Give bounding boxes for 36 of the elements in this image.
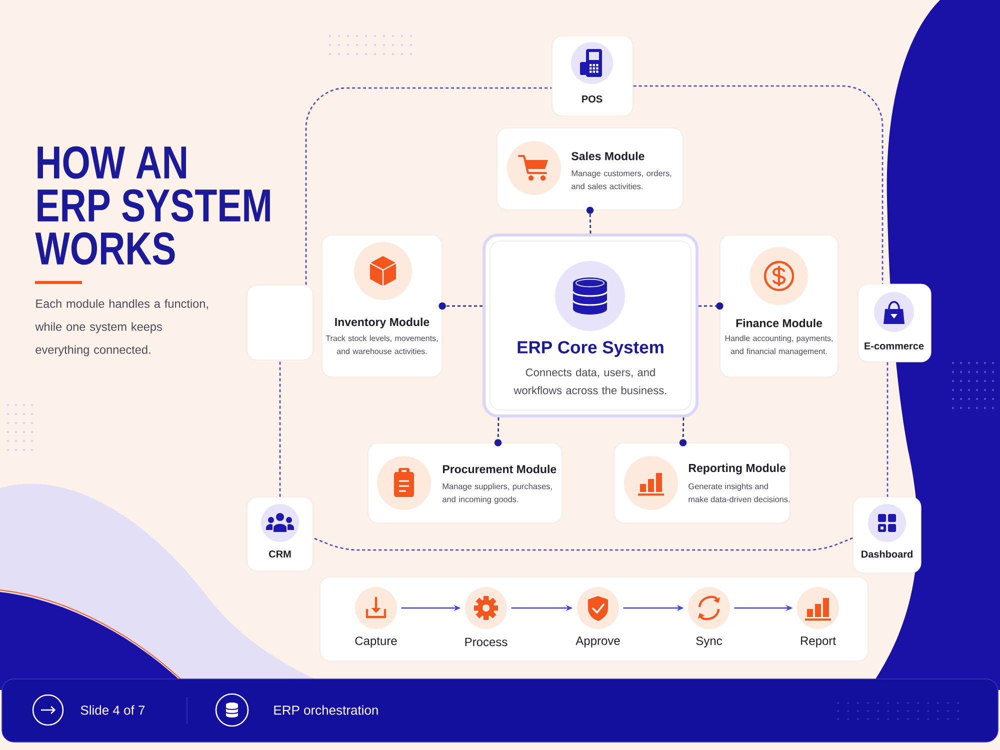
dotted-connector (494, 418, 502, 446)
card-label: Dashboard (862, 550, 912, 558)
dotted-connector (586, 206, 594, 234)
step-label: Sync (696, 636, 722, 648)
module-title: Procurement Module (442, 464, 556, 474)
card (246, 284, 314, 360)
step-label: Process (465, 638, 508, 646)
dotted-connector (279, 360, 281, 497)
module-title: Sales Module (572, 152, 644, 160)
dotted-connector (305, 87, 552, 285)
dotted-connector (438, 302, 482, 310)
footer-text: Slide 4 of 7 (80, 705, 145, 715)
module-description: Generate insights and make data-driven decisions. (688, 483, 790, 502)
subtitle: Each module handles a function, while one system keeps everything connected. (35, 299, 208, 356)
module-title: Reporting Module (688, 464, 786, 474)
module-title: Inventory Module (335, 318, 430, 328)
module-description: Handle accounting, payments, and financial management. (725, 335, 833, 356)
dotted-connector (886, 362, 888, 497)
dotted-connector (679, 418, 687, 446)
step-label: Capture (355, 636, 397, 648)
module-title: Finance Module (736, 318, 822, 328)
module-description: Manage customers, orders, and sales activities. (572, 170, 672, 190)
module-description: Manage suppliers, purchases, and incoming goods. (442, 483, 552, 504)
module-description: Track stock levels, movements, and warehouse activities. (326, 335, 438, 354)
dotted-connector (698, 302, 724, 310)
step-label: Approve (576, 636, 620, 648)
card-label: POS (582, 95, 602, 103)
core-title: ERP Core System (518, 341, 664, 357)
footer-text: ERP orchestration (274, 705, 378, 715)
step-label: Report (801, 636, 836, 648)
card-label: E-commerce (864, 342, 924, 350)
title: HOW AN ERP SYSTEM WORKS (35, 146, 270, 265)
core-description: Connects data, users, and workflows across the business. (514, 368, 666, 394)
dotted-connector (633, 85, 884, 284)
dotted-connector (313, 537, 853, 551)
card-label: CRM (269, 550, 291, 558)
